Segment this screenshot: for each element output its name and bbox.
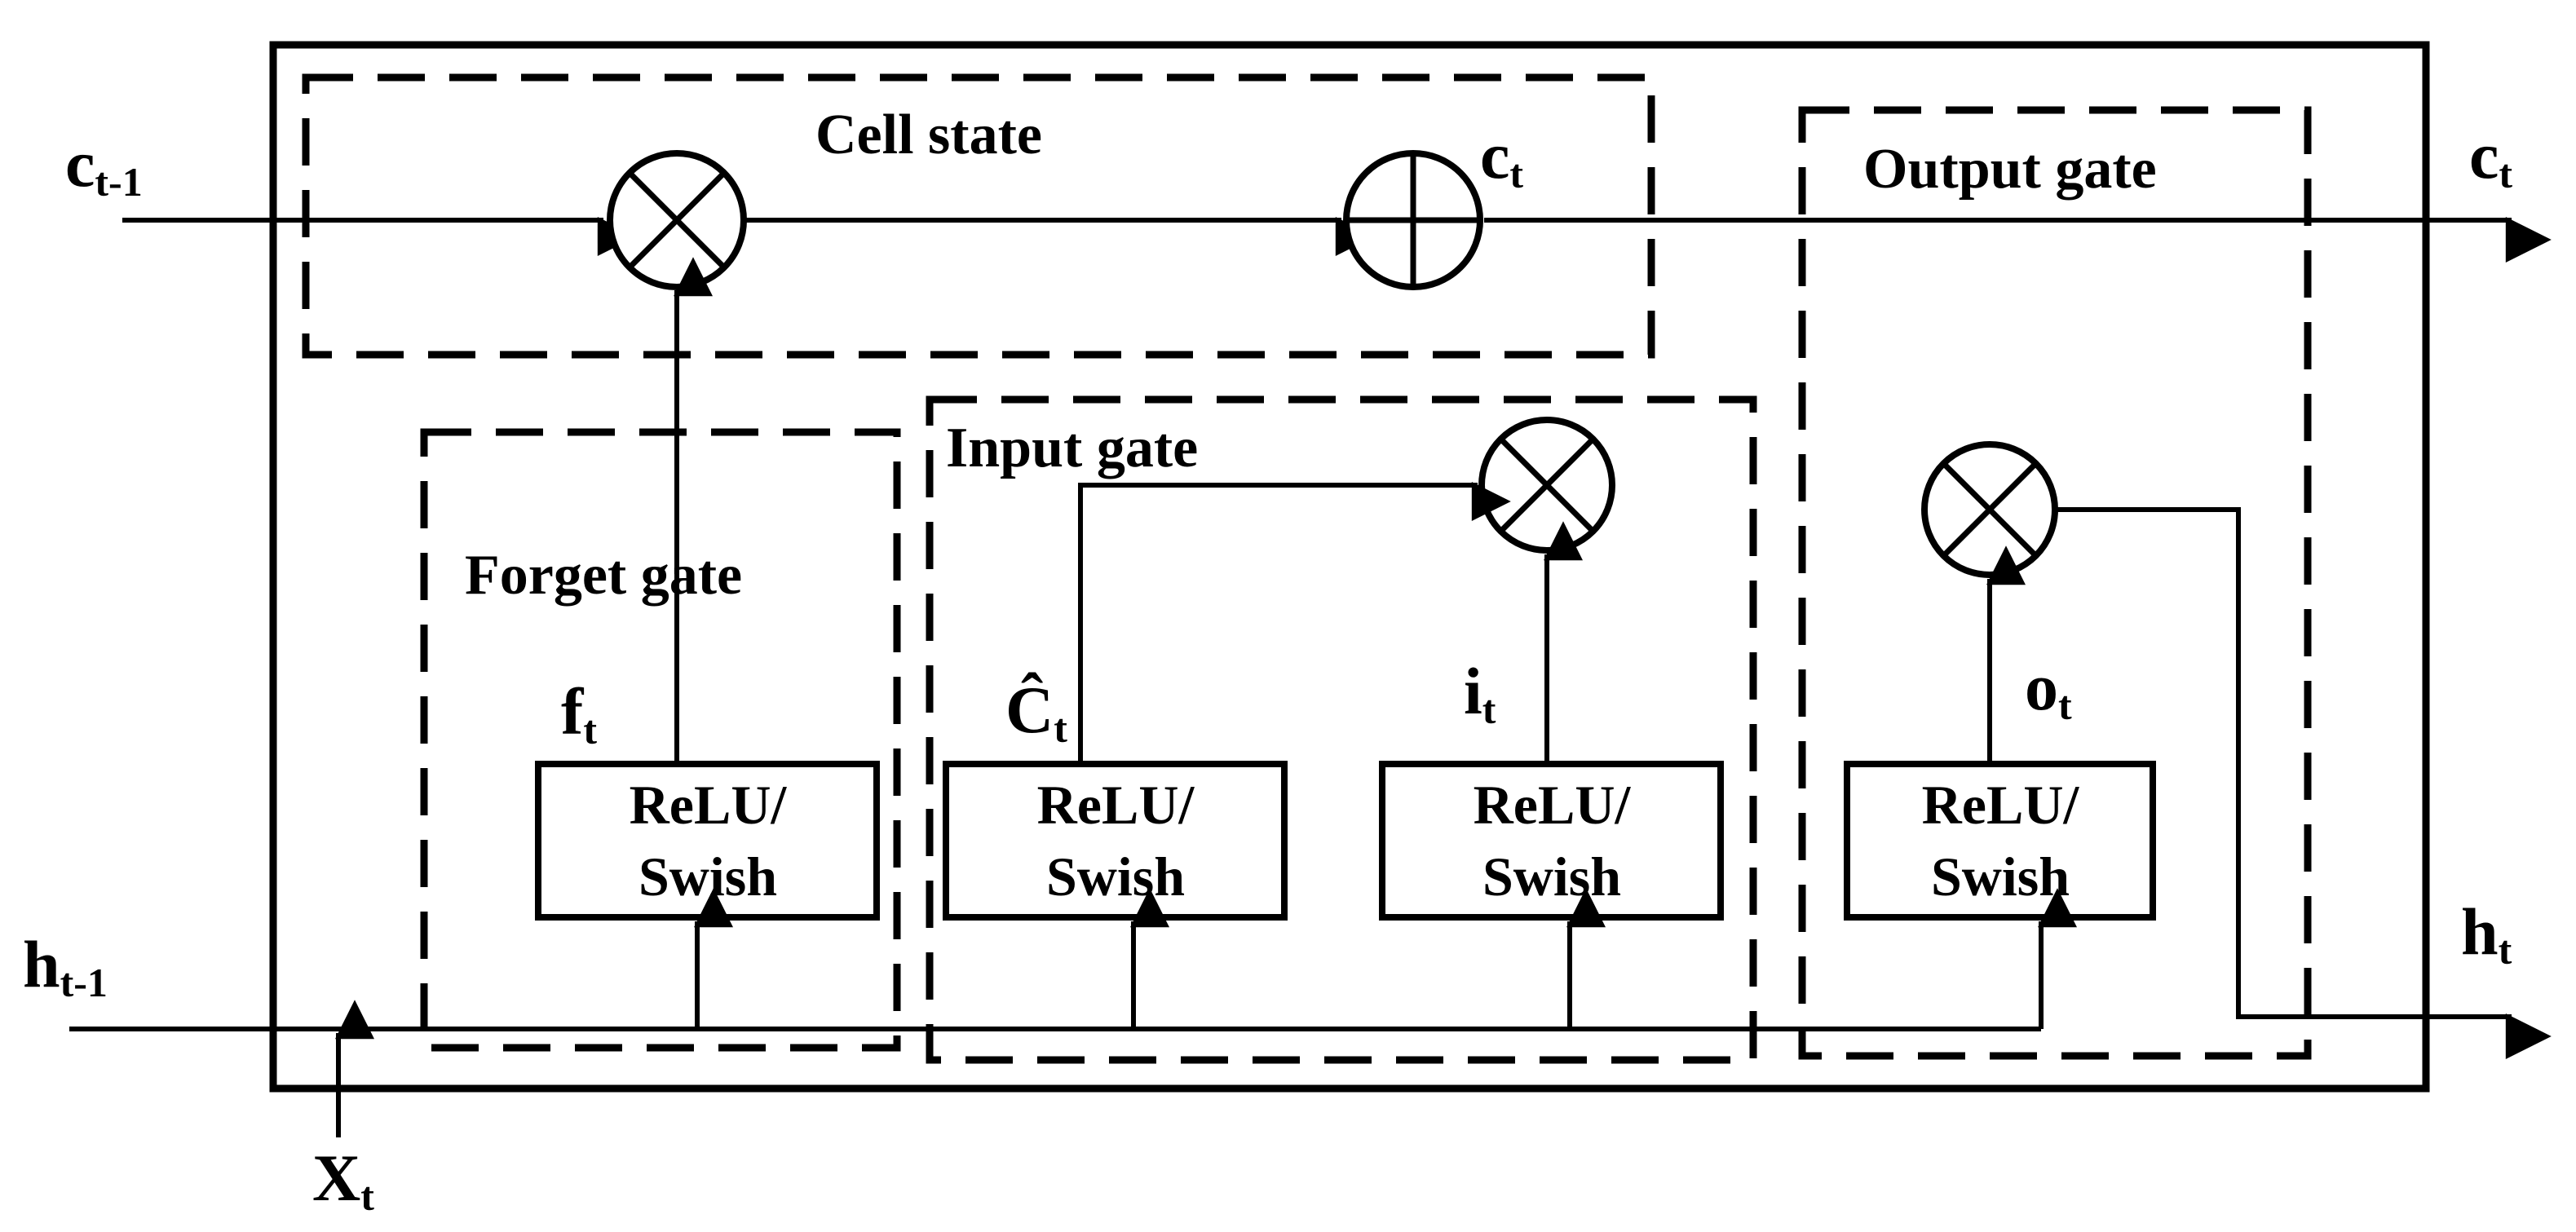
svg-text:Swish: Swish bbox=[1931, 846, 2070, 907]
svg-text:Swish: Swish bbox=[638, 846, 777, 907]
h-t-output-wire bbox=[2055, 507, 2552, 1059]
forget-activation-box: ReLU/ Swish bbox=[535, 761, 880, 921]
candidate-activation-box: ReLU/ Swish bbox=[943, 761, 1288, 921]
forget-gate-group bbox=[420, 428, 901, 1052]
svg-text:Swish: Swish bbox=[1482, 846, 1621, 907]
c-prev-label: ct-1 bbox=[65, 126, 143, 205]
cell-frame bbox=[269, 41, 2430, 1093]
output-gate-group bbox=[1798, 106, 2312, 1060]
input-gate-group bbox=[926, 395, 1757, 1064]
svg-text:ReLU/: ReLU/ bbox=[1037, 774, 1195, 836]
svg-text:ReLU/: ReLU/ bbox=[1474, 774, 1632, 836]
h-t-label: ht bbox=[2461, 894, 2512, 973]
x-t-label: Xt bbox=[312, 1141, 374, 1219]
svg-text:Swish: Swish bbox=[1046, 846, 1185, 907]
c-t-mid-label: ct bbox=[1480, 118, 1523, 197]
output-multiply-operator bbox=[1921, 441, 2058, 578]
candidate-out-wire bbox=[1078, 482, 1511, 764]
f-t-label: ft bbox=[561, 674, 597, 753]
forget-gate-title: Forget gate bbox=[465, 544, 742, 607]
input-multiply-operator bbox=[1478, 417, 1615, 554]
svg-text:ReLU/: ReLU/ bbox=[1922, 774, 2080, 836]
forget-multiply-operator bbox=[607, 150, 747, 290]
c-hat-t-label: Ĉt bbox=[1005, 671, 1067, 751]
input-gate-title: Input gate bbox=[946, 417, 1198, 479]
h-prev-label: ht-1 bbox=[23, 927, 108, 1005]
cell-state-group bbox=[302, 73, 1655, 359]
cell-state-title: Cell state bbox=[815, 104, 1042, 166]
i-t-label: it bbox=[1464, 654, 1496, 732]
output-activation-box: ReLU/ Swish bbox=[1844, 761, 2156, 921]
c-t-out-label: ct bbox=[2469, 118, 2512, 197]
input-activation-box: ReLU/ Swish bbox=[1379, 761, 1724, 921]
output-gate-title: Output gate bbox=[1863, 138, 2157, 201]
svg-text:ReLU/: ReLU/ bbox=[630, 774, 788, 836]
o-t-label: ot bbox=[2025, 650, 2072, 728]
cell-add-operator bbox=[1343, 150, 1483, 290]
